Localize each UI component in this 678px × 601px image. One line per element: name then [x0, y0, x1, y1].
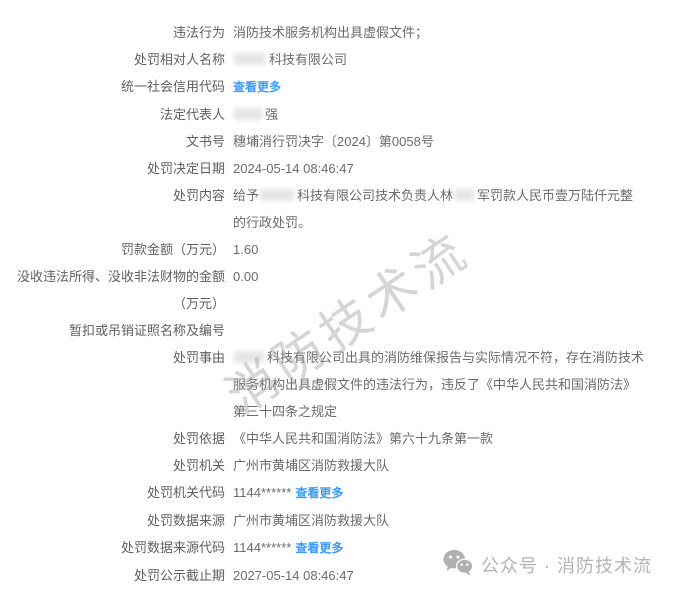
field-row-document-number: 文书号 穗埔消行罚决字〔2024〕第0058号 [0, 128, 678, 155]
field-label: 处罚相对人名称 [133, 52, 225, 67]
field-label: 处罚依据 [172, 431, 225, 446]
field-value-text: 1144****** [233, 540, 292, 555]
field-value-text: 广州市黄埔区消防救援大队 [233, 513, 390, 528]
field-value: 消防技术服务机构出具虚假文件； [233, 19, 646, 46]
redacted-text [234, 53, 266, 65]
field-value-text: 军罚款人民币壹万陆仟元整的行政处罚。 [233, 188, 634, 230]
field-label: 处罚数据来源代码 [120, 540, 225, 555]
field-label: 处罚内容 [172, 188, 225, 203]
view-more-link[interactable]: 查看更多 [233, 80, 282, 94]
field-row-penalty-content: 处罚内容 给予 科技有限公司技术负责人林军罚款人民币壹万陆仟元整的行政处罚。 [0, 182, 678, 236]
field-value: 1144******查看更多 [233, 534, 646, 562]
field-row-illegal-act: 违法行为 消防技术服务机构出具虚假文件； [0, 19, 678, 46]
field-value: 给予 科技有限公司技术负责人林军罚款人民币壹万陆仟元整的行政处罚。 [233, 182, 646, 236]
field-value-text: 消防技术服务机构出具虚假文件； [233, 25, 429, 40]
field-row-penalty-authority: 处罚机关 广州市黄埔区消防救援大队 [0, 452, 678, 479]
field-value-text: 科技有限公司 [269, 52, 348, 67]
field-row-party-name: 处罚相对人名称 科技有限公司 [0, 46, 678, 73]
field-label: 处罚机关代码 [146, 485, 225, 500]
field-label: 法定代表人 [159, 107, 225, 122]
field-value: 1.60 [233, 236, 646, 263]
penalty-record-form: 违法行为 消防技术服务机构出具虚假文件； 处罚相对人名称 科技有限公司 统一社会… [0, 19, 678, 589]
redacted-text [234, 108, 262, 120]
field-value-text: 1144****** [233, 485, 292, 500]
field-label: 处罚公示截止期 [133, 568, 225, 583]
field-label: 没收违法所得、没收非法财物的金额（万元） [16, 269, 225, 311]
footer-brand: 公众号 · 消防技术流 [443, 549, 652, 581]
wechat-icon [443, 549, 474, 581]
field-row-data-source: 处罚数据来源 广州市黄埔区消防救援大队 [0, 507, 678, 534]
field-row-credit-code: 统一社会信用代码 查看更多 [0, 73, 678, 101]
footer-brand-label: 公众号 · 消防技术流 [481, 556, 652, 576]
field-value: 2027-05-14 08:46:47 [233, 562, 646, 589]
field-value: 查看更多 [233, 73, 646, 101]
field-row-authority-code: 处罚机关代码 1144******查看更多 [0, 479, 678, 507]
field-value-text: 1.60 [233, 242, 259, 257]
field-value: 0.00 [233, 263, 646, 290]
field-row-license-revocation: 暂扣或吊销证照名称及编号 [0, 317, 678, 344]
field-value-text: 0.00 [233, 269, 259, 284]
redacted-text [260, 189, 295, 201]
field-value: 《中华人民共和国消防法》第六十九条第一款 [233, 425, 646, 452]
field-row-confiscated-amount: 没收违法所得、没收非法财物的金额（万元） 0.00 [0, 263, 678, 317]
field-value: 科技有限公司出具的消防维保报告与实际情况不符，存在消防技术服务机构出具虚假文件的… [233, 344, 646, 425]
field-value: 穗埔消行罚决字〔2024〕第0058号 [233, 128, 646, 155]
field-row-legal-representative: 法定代表人 强 [0, 101, 678, 128]
field-label: 统一社会信用代码 [120, 79, 225, 94]
field-value-text: 2024-05-14 08:46:47 [233, 161, 354, 176]
field-value: 广州市黄埔区消防救援大队 [233, 507, 646, 534]
field-value-text: 《中华人民共和国消防法》第六十九条第一款 [233, 431, 494, 446]
field-value: 2024-05-14 08:46:47 [233, 155, 646, 182]
field-value-text: 给予 [233, 188, 260, 203]
field-label: 处罚决定日期 [146, 161, 225, 176]
field-value-text: 强 [265, 107, 279, 122]
field-value: 广州市黄埔区消防救援大队 [233, 452, 646, 479]
view-more-link[interactable]: 查看更多 [295, 541, 344, 555]
field-value-text: 穗埔消行罚决字〔2024〕第0058号 [233, 134, 434, 149]
field-value: 科技有限公司 [233, 46, 646, 73]
field-label: 处罚事由 [172, 350, 225, 365]
field-value-text: 科技有限公司技术负责人林 [297, 188, 454, 203]
view-more-link[interactable]: 查看更多 [295, 486, 344, 500]
field-row-publicity-deadline: 处罚公示截止期 2027-05-14 08:46:47 [0, 562, 678, 589]
field-value: 强 [233, 101, 646, 128]
field-value-text: 2027-05-14 08:46:47 [233, 568, 354, 583]
field-label: 文书号 [185, 134, 225, 149]
field-value-text: 科技有限公司出具的消防维保报告与实际情况不符，存在消防技术服务机构出具虚假文件的… [233, 350, 645, 419]
field-row-data-source-code: 处罚数据来源代码 1144******查看更多 [0, 534, 678, 562]
field-label: 处罚机关 [172, 458, 225, 473]
field-label: 违法行为 [172, 25, 225, 40]
field-row-decision-date: 处罚决定日期 2024-05-14 08:46:47 [0, 155, 678, 182]
redacted-text [234, 351, 264, 363]
field-row-penalty-reason: 处罚事由 科技有限公司出具的消防维保报告与实际情况不符，存在消防技术服务机构出具… [0, 344, 678, 425]
field-label: 暂扣或吊销证照名称及编号 [68, 323, 225, 338]
field-value: 1144******查看更多 [233, 479, 646, 507]
field-row-fine-amount: 罚款金额（万元） 1.60 [0, 236, 678, 263]
field-label: 罚款金额（万元） [120, 242, 225, 257]
field-row-penalty-basis: 处罚依据 《中华人民共和国消防法》第六十九条第一款 [0, 425, 678, 452]
redacted-text [454, 189, 475, 201]
field-value-text: 广州市黄埔区消防救援大队 [233, 458, 390, 473]
field-label: 处罚数据来源 [146, 513, 225, 528]
